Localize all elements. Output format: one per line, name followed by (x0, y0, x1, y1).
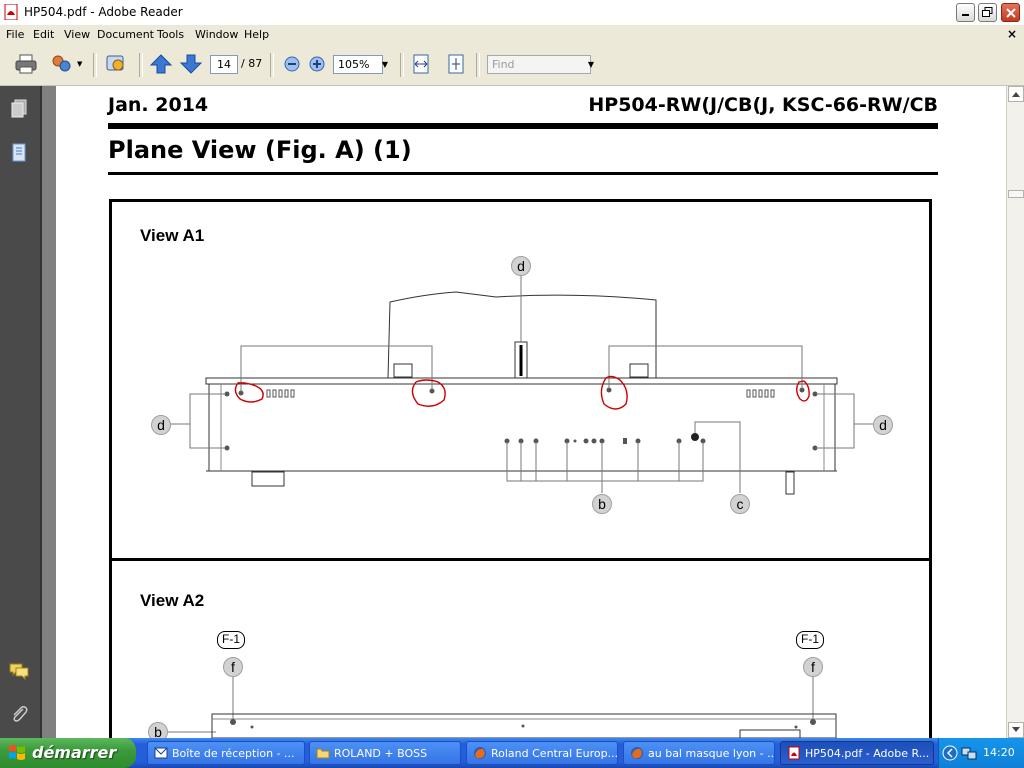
pdf-page: Jan. 2014 HP504-RW(J/CB(J, KSC-66-RW/CB … (56, 86, 1006, 738)
callout-f: f (803, 657, 823, 677)
chevron-down-icon[interactable]: ▼ (587, 60, 595, 69)
taskbar-item-label: Boîte de réception - ... (172, 747, 295, 760)
taskbar-item-firefox-roland[interactable]: Roland Central Europ... (466, 741, 618, 765)
piano-plan-drawing (168, 273, 873, 738)
restore-icon (982, 7, 993, 17)
close-button[interactable] (1001, 3, 1020, 22)
window-title: HP504.pdf - Adobe Reader (24, 5, 183, 19)
taskbar-item-adobe-reader[interactable]: HP504.pdf - Adobe R... (780, 741, 934, 765)
callout-d: d (151, 415, 171, 435)
chevron-down-icon[interactable]: ▼ (381, 60, 389, 69)
part-label-f1: F-1 (796, 631, 824, 649)
title-rule (108, 172, 938, 175)
minimize-icon (962, 14, 969, 16)
find-input[interactable]: Find (487, 55, 591, 74)
chevron-down-icon[interactable]: ▼ (77, 60, 83, 68)
fit-page-icon[interactable] (444, 53, 468, 75)
outlook-icon (154, 747, 168, 759)
scrollbar-thumb[interactable] (1008, 190, 1024, 198)
callout-b: b (592, 494, 612, 514)
scroll-down-button[interactable] (1008, 722, 1024, 738)
callout-b: b (148, 722, 168, 738)
callout-c: c (730, 494, 750, 514)
print-icon[interactable] (14, 53, 38, 75)
share-icon[interactable] (50, 53, 74, 75)
pages-icon[interactable] (8, 98, 30, 120)
arrow-up-icon[interactable] (149, 53, 173, 75)
menu-file[interactable]: File (6, 28, 25, 41)
minimize-button[interactable] (956, 3, 975, 22)
fit-width-icon[interactable] (409, 53, 433, 75)
arrow-down-icon[interactable] (179, 53, 203, 75)
taskbar-item-label: HP504.pdf - Adobe R... (805, 747, 930, 760)
restore-button[interactable] (978, 3, 997, 22)
taskbar-item-label: au bal masque lyon - ... (648, 747, 775, 760)
zoom-select[interactable]: 105% (333, 55, 383, 74)
callout-d: d (511, 256, 531, 276)
start-label: démarrer (32, 743, 117, 762)
zoom-out-icon[interactable] (281, 53, 305, 75)
menu-edit[interactable]: Edit (33, 28, 55, 41)
view-label-a1: View A1 (140, 226, 205, 245)
callout-d: d (873, 415, 893, 435)
network-icon[interactable] (961, 745, 977, 761)
review-icon[interactable] (104, 53, 128, 75)
menu-help[interactable]: Help (244, 28, 270, 41)
page-total: / 87 (241, 57, 263, 70)
toolbar-separator (400, 53, 404, 77)
toolbar-separator (476, 53, 480, 77)
menu-document[interactable]: Document (97, 28, 154, 41)
window-titlebar: HP504.pdf - Adobe Reader (0, 0, 1024, 26)
bookmarks-icon[interactable] (8, 142, 30, 164)
close-icon (1005, 7, 1016, 18)
page-title: Plane View (Fig. A) (1) (108, 136, 412, 164)
header-rule (108, 123, 938, 129)
taskbar-item-outlook[interactable]: Boîte de réception - ... (147, 741, 305, 765)
figure-frame (109, 199, 932, 738)
part-label-f1: F-1 (217, 631, 245, 649)
zoom-in-icon[interactable] (306, 53, 330, 75)
menu-view[interactable]: View (64, 28, 91, 41)
menu-bar: File Edit View Document Tools Window Hel… (0, 25, 1024, 45)
taskbar: démarrer Boîte de réception - ... ROLAND… (0, 738, 1024, 768)
windows-logo-icon (9, 745, 25, 760)
system-tray: 14:20 (938, 738, 1024, 768)
toolbar-separator (93, 53, 97, 77)
scroll-up-button[interactable] (1008, 86, 1024, 102)
vertical-scrollbar[interactable] (1006, 86, 1024, 738)
view-label-a2: View A2 (140, 591, 205, 610)
attachment-icon[interactable] (8, 703, 30, 725)
tray-collapse-icon[interactable] (942, 745, 958, 761)
navigation-sidebar (0, 86, 42, 738)
figure-divider (109, 558, 932, 561)
page-number-input[interactable]: 14 (210, 55, 238, 74)
taskbar-item-folder[interactable]: ROLAND + BOSS (309, 741, 461, 765)
taskbar-item-label: Roland Central Europ... (491, 747, 618, 760)
toolbar-separator (139, 53, 143, 77)
callout-f: f (223, 657, 243, 677)
firefox-icon (474, 747, 486, 759)
taskbar-item-firefox-bal[interactable]: au bal masque lyon - ... (623, 741, 775, 765)
taskbar-item-label: ROLAND + BOSS (334, 747, 428, 760)
pdf-icon (4, 4, 18, 20)
menu-tools[interactable]: Tools (157, 28, 185, 41)
chevron-down-icon (1012, 727, 1020, 732)
folder-icon (316, 748, 330, 759)
document-date: Jan. 2014 (108, 94, 209, 116)
chevron-up-icon (1012, 92, 1020, 97)
toolbar-separator (270, 53, 274, 77)
firefox-icon (631, 747, 643, 759)
pdf-icon (788, 746, 800, 760)
document-viewport[interactable]: Jan. 2014 HP504-RW(J/CB(J, KSC-66-RW/CB … (42, 86, 1006, 738)
comments-icon[interactable] (8, 660, 30, 682)
clock: 14:20 (983, 746, 1015, 759)
menu-window[interactable]: Window (195, 28, 239, 41)
document-close-button[interactable]: × (1006, 27, 1017, 41)
document-model: HP504-RW(J/CB(J, KSC-66-RW/CB (588, 94, 938, 116)
start-button[interactable]: démarrer (0, 738, 136, 768)
